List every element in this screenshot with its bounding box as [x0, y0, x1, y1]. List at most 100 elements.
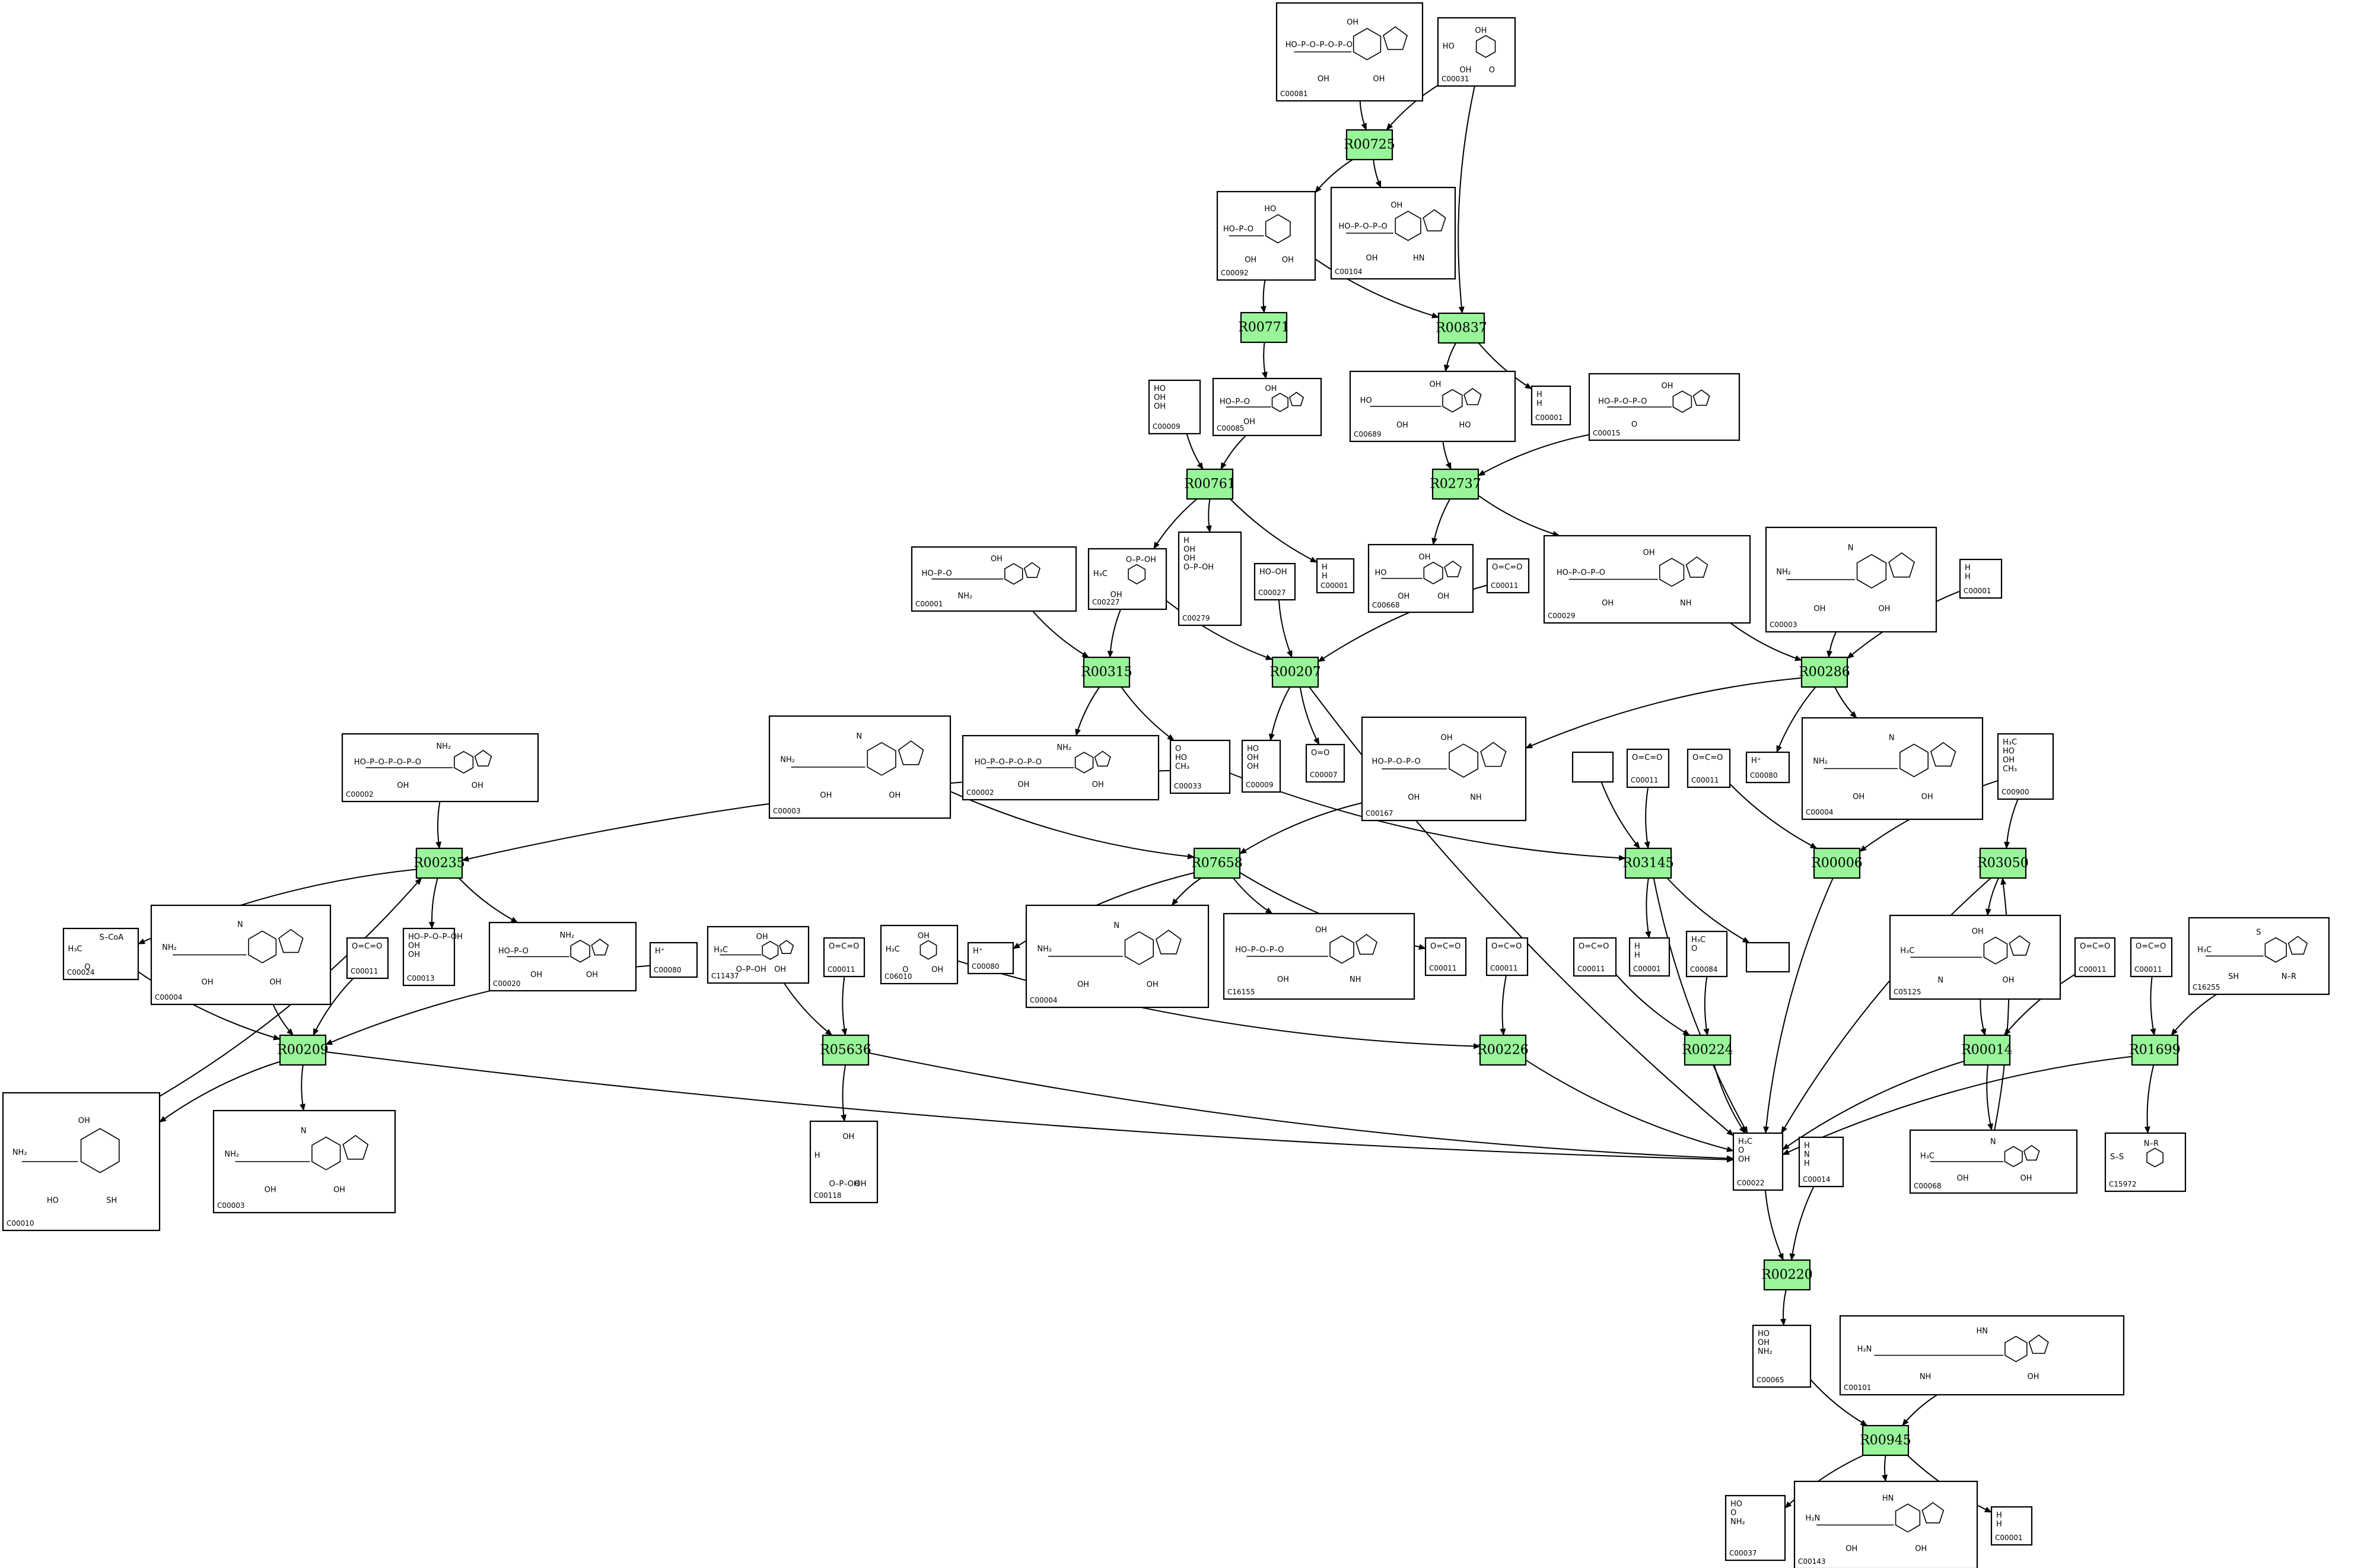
reaction-node[interactable]: R00837: [1436, 312, 1487, 344]
reaction-node[interactable]: R00006: [1811, 847, 1863, 879]
compound-node[interactable]: H⁺C00080: [967, 942, 1014, 975]
compound-box[interactable]: [1087, 548, 1167, 610]
reaction-box[interactable]: [1763, 1259, 1811, 1291]
compound-box[interactable]: [823, 937, 866, 978]
compound-box[interactable]: [1316, 558, 1355, 594]
compound-box[interactable]: [1437, 17, 1516, 87]
compound-box[interactable]: [2104, 1132, 2187, 1192]
reaction-node[interactable]: R00945: [1860, 1424, 1911, 1456]
reaction-box[interactable]: [279, 1034, 327, 1066]
reaction-node[interactable]: R00725: [1344, 129, 1395, 161]
reaction-box[interactable]: [1083, 656, 1131, 688]
reaction-node[interactable]: R00014: [1961, 1034, 2013, 1066]
compound-box[interactable]: [1752, 1324, 1812, 1388]
compound-box[interactable]: [1959, 558, 2003, 599]
reaction-node[interactable]: R00207: [1269, 656, 1321, 688]
reaction-node[interactable]: R07658: [1191, 847, 1243, 879]
compound-box[interactable]: [1990, 1506, 2033, 1546]
compound-box[interactable]: [1424, 937, 1467, 977]
compound-box[interactable]: [1745, 751, 1790, 784]
compound-box[interactable]: [1485, 937, 1529, 977]
reaction-node[interactable]: R00220: [1761, 1259, 1813, 1291]
compound-box[interactable]: [402, 927, 456, 987]
compound-box[interactable]: [1253, 562, 1296, 601]
reaction-box[interactable]: [1271, 656, 1319, 688]
reaction-node[interactable]: R03050: [1977, 847, 2029, 879]
reaction-box[interactable]: [2131, 1034, 2179, 1066]
reaction-node[interactable]: R00315: [1081, 656, 1132, 688]
compound-box[interactable]: [1571, 751, 1614, 783]
reaction-box[interactable]: [1345, 129, 1393, 161]
compound-node[interactable]: H⁺C00080: [1745, 751, 1790, 784]
compound-box[interactable]: [1798, 1136, 1844, 1188]
compound-box[interactable]: [62, 927, 139, 981]
compound-box[interactable]: [1486, 558, 1530, 594]
reaction-box[interactable]: [1862, 1424, 1910, 1456]
compound-node[interactable]: H⁺C00080: [649, 942, 698, 978]
compound-box[interactable]: [346, 937, 389, 979]
reaction-box[interactable]: [1813, 847, 1861, 879]
reaction-box[interactable]: [1437, 312, 1485, 344]
reaction-box[interactable]: [1963, 1034, 2011, 1066]
reaction-node[interactable]: R00209: [277, 1034, 329, 1066]
compound-box[interactable]: [809, 1120, 879, 1204]
reaction-box[interactable]: [1684, 1034, 1732, 1066]
compound-box[interactable]: [967, 942, 1014, 975]
compound-box[interactable]: [1732, 1132, 1784, 1191]
reaction-box[interactable]: [1800, 656, 1848, 688]
reaction-box[interactable]: [1431, 468, 1479, 500]
compound-box[interactable]: [649, 942, 698, 978]
reaction-box[interactable]: [1186, 468, 1234, 500]
reaction-node[interactable]: R00224: [1682, 1034, 1733, 1066]
reaction-node[interactable]: R03145: [1622, 847, 1674, 879]
reaction-box[interactable]: [1624, 847, 1672, 879]
compound-box[interactable]: [2074, 937, 2116, 978]
reaction-node[interactable]: R00286: [1799, 656, 1850, 688]
compound-box[interactable]: [1241, 739, 1281, 793]
